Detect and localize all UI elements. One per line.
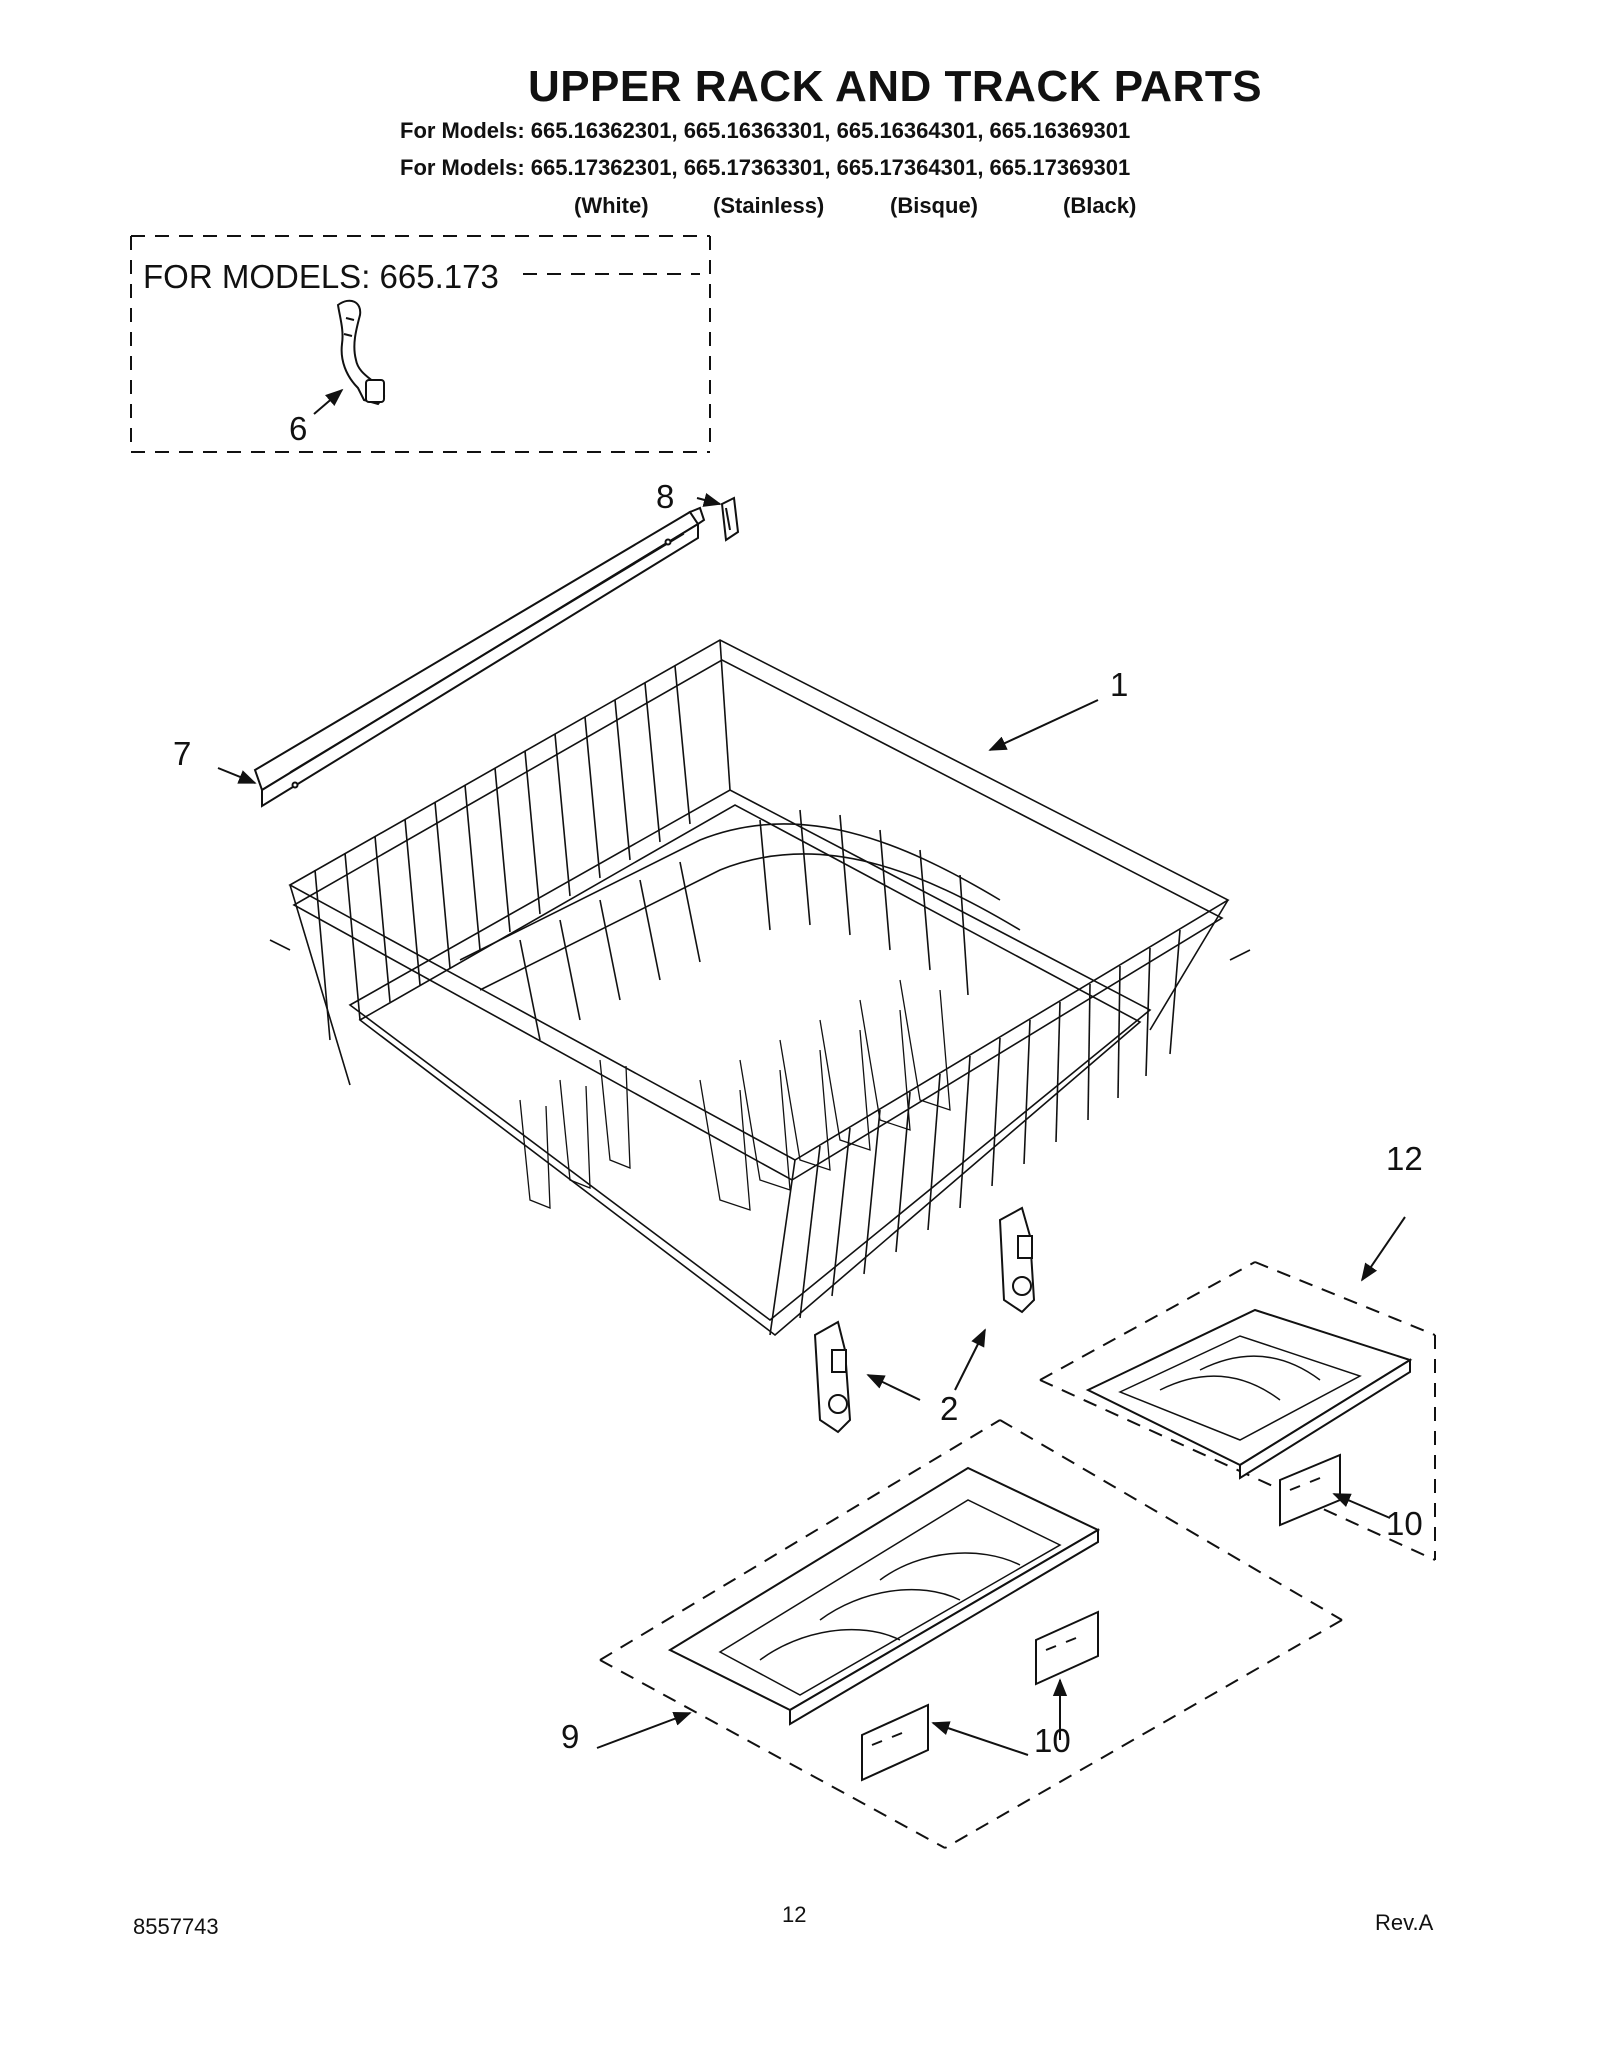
part-8-end-cap <box>720 496 740 542</box>
inset-label: FOR MODELS: 665.173 <box>143 258 499 295</box>
left-tray-box <box>599 1419 1343 1849</box>
doc-number: 8557743 <box>133 1914 219 1939</box>
part-12-right-tray <box>1085 1308 1413 1480</box>
right-tray-box <box>1039 1261 1436 1561</box>
callout-10-left: 10 <box>1034 1722 1071 1759</box>
part-9-left-tray <box>667 1466 1101 1726</box>
models-line-2: For Models: 665.17362301, 665.17363301, … <box>400 155 1131 180</box>
part-2-roller-assemblies <box>813 1206 1036 1434</box>
callout-7: 7 <box>173 735 192 772</box>
callout-9: 9 <box>561 1718 580 1755</box>
variant-white: (White) <box>574 193 649 218</box>
callout-12: 12 <box>1386 1140 1423 1177</box>
page-number: 12 <box>782 1902 807 1927</box>
part-10-clip-right <box>1279 1453 1341 1527</box>
variant-bisque: (Bisque) <box>890 193 978 218</box>
callout-10-right: 10 <box>1386 1505 1423 1542</box>
variant-black: (Black) <box>1063 193 1137 218</box>
callout-2: 2 <box>940 1390 959 1427</box>
models-line-1: For Models: 665.16362301, 665.16363301, … <box>400 118 1131 143</box>
page-title: UPPER RACK AND TRACK PARTS <box>527 62 1263 111</box>
inset-box <box>130 235 711 453</box>
part-7-rail <box>253 506 706 808</box>
callout-8: 8 <box>656 478 675 515</box>
callout-6: 6 <box>289 410 308 447</box>
part-10-clips-left <box>861 1610 1099 1782</box>
part-1-rack <box>269 639 1251 1337</box>
leader-arrows <box>217 388 1406 1756</box>
revision: Rev.A <box>1375 1910 1434 1935</box>
callout-1: 1 <box>1110 666 1129 703</box>
variant-stainless: (Stainless) <box>713 193 825 218</box>
part-6-clip <box>336 299 386 406</box>
